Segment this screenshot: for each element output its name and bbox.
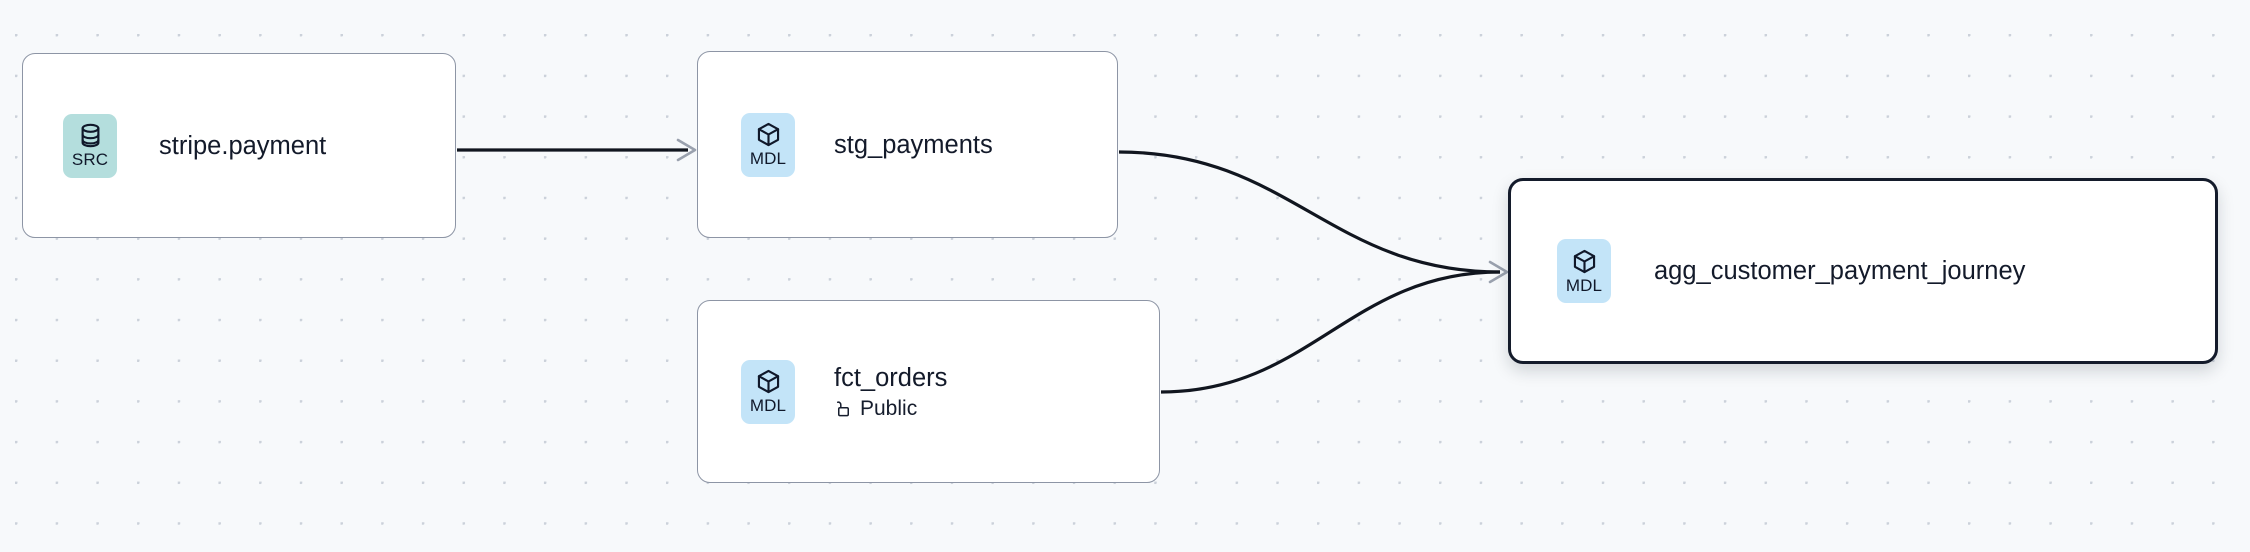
badge-mdl: MDL [741, 359, 795, 424]
badge-src: SRC [63, 113, 117, 178]
edge-stg-to-agg [1118, 150, 1509, 284]
cube-icon [755, 121, 782, 148]
node-body: fct_orders Public [834, 363, 947, 421]
database-icon [77, 122, 104, 149]
node-visibility: Public [834, 396, 947, 421]
node-agg-customer-payment-journey[interactable]: MDL agg_customer_payment_journey [1508, 178, 2218, 364]
cube-icon [755, 368, 782, 395]
visibility-label: Public [860, 396, 918, 420]
badge-label: MDL [1565, 275, 1603, 295]
badge-mdl: MDL [1557, 239, 1611, 303]
node-stg-payments[interactable]: MDL stg_payments [697, 51, 1118, 238]
node-title: agg_customer_payment_journey [1654, 257, 2026, 285]
node-title: stripe.payment [159, 131, 327, 160]
badge-mdl: MDL [741, 112, 795, 177]
badge-label: MDL [749, 149, 787, 168]
node-body: agg_customer_payment_journey [1654, 256, 2025, 286]
node-fct-orders[interactable]: MDL fct_orders Public [697, 300, 1160, 483]
unlock-icon [834, 399, 853, 418]
node-body: stripe.payment [159, 131, 326, 161]
edge-stripe-to-stg [457, 138, 697, 162]
edge-fct-to-agg [1160, 270, 1501, 394]
badge-label: MDL [749, 396, 787, 415]
node-title: fct_orders [834, 363, 948, 392]
cube-icon [1571, 248, 1598, 275]
node-stripe-payment[interactable]: SRC stripe.payment [22, 53, 456, 238]
node-title: stg_payments [834, 130, 993, 159]
badge-label: SRC [71, 150, 109, 169]
node-body: stg_payments [834, 130, 993, 160]
